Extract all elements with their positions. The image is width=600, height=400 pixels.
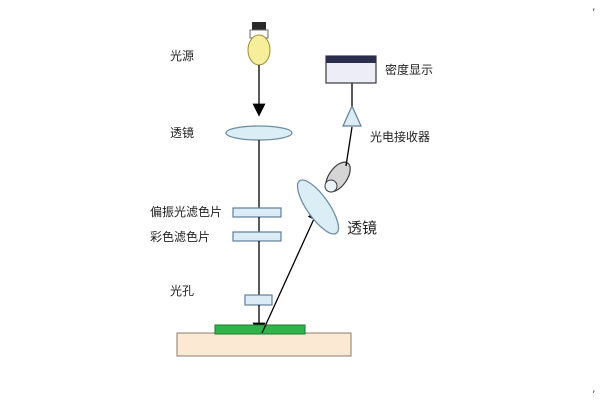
- aperture: [244, 294, 273, 306]
- lens-right-label: 透镜: [347, 219, 377, 237]
- polarizer-label: 偏振光滤色片: [150, 204, 222, 219]
- light-source-label: 光源: [170, 49, 194, 63]
- polarizer-filter: [232, 207, 282, 218]
- color-filter-label: 彩色滤色片: [150, 230, 210, 244]
- substrate-base: [176, 332, 352, 357]
- color-filter: [232, 231, 282, 242]
- sample-layer: [214, 324, 306, 335]
- photo-receiver-icon: [324, 161, 351, 193]
- aperture-label: 光孔: [170, 284, 194, 298]
- light-source-bulb-icon: [247, 22, 271, 66]
- amplifier-triangle-icon: [342, 104, 362, 127]
- edge-mark-top: ,: [592, 0, 596, 13]
- edge-mark-bottom: ,: [592, 382, 596, 395]
- top-lens: [225, 125, 293, 141]
- right-lens: [296, 179, 340, 235]
- density-display-label: 密度显示: [385, 62, 433, 77]
- density-display-top-bar: [326, 56, 376, 63]
- photo-receiver-label: 光电接收器: [370, 129, 430, 144]
- lens-top-label: 透镜: [170, 125, 194, 140]
- receiver-to-amplifier-line: [345, 126, 353, 167]
- reflected-beam: [261, 207, 320, 334]
